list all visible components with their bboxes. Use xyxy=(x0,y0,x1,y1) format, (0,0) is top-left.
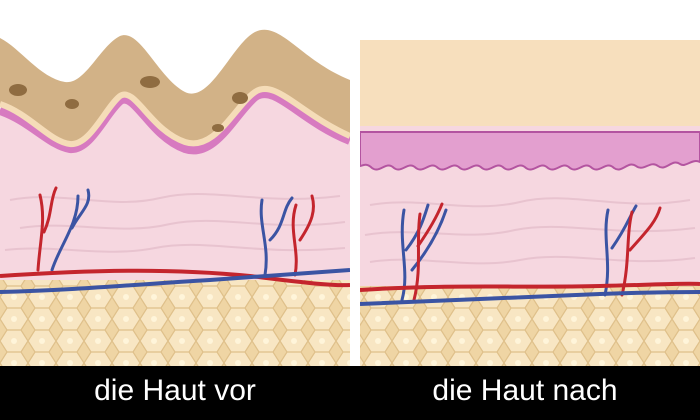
epidermis-layer xyxy=(0,29,350,145)
epidermis-edge xyxy=(0,85,350,147)
basal-layer xyxy=(360,131,700,171)
vein xyxy=(360,290,700,306)
artery xyxy=(0,268,350,288)
epidermis-layer xyxy=(360,40,700,126)
caption-bar xyxy=(0,366,700,420)
skin-after-panel xyxy=(360,40,700,366)
capillary-network xyxy=(36,186,315,277)
caption-before: die Haut vor xyxy=(94,374,256,407)
basal-layer xyxy=(0,88,350,155)
artery xyxy=(360,281,700,292)
skin-before-panel xyxy=(0,29,350,366)
hypodermis-fat-layer xyxy=(0,270,350,366)
capillary-network xyxy=(400,202,662,302)
caption-after: die Haut nach xyxy=(432,374,618,407)
collagen-fibers xyxy=(4,193,346,253)
age-spots xyxy=(9,76,248,132)
vein xyxy=(0,268,350,294)
hypodermis-fat-layer xyxy=(360,286,700,366)
